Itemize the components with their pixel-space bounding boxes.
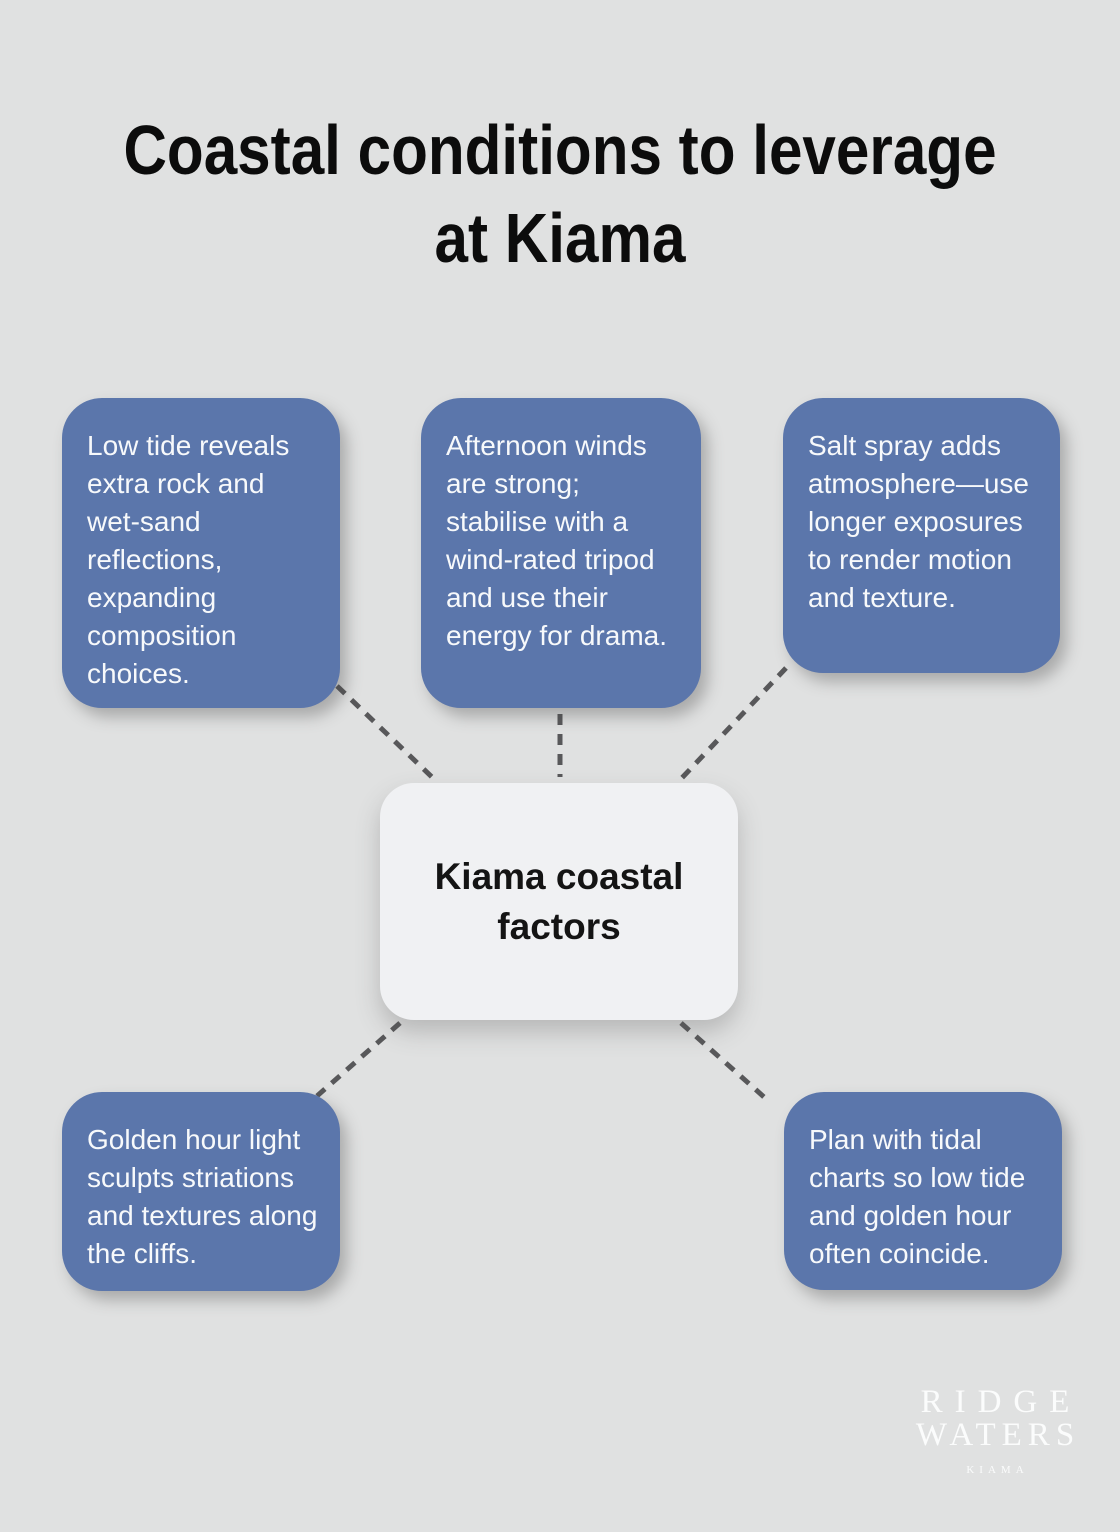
center-node-label: Kiama coastal factors: [434, 855, 684, 947]
node-low-tide-text: Low tide reveals extra rock and wet-sand…: [87, 430, 290, 689]
connector-golden-hour: [315, 1021, 402, 1098]
connector-low-tide: [335, 684, 435, 780]
node-low-tide: Low tide reveals extra rock and wet-sand…: [62, 398, 340, 708]
brand-logo-waters: WATERS: [915, 1417, 1081, 1453]
brand-logo-ridge: RIDGE: [920, 1384, 1082, 1420]
page-title-line1: Coastal conditions to leverage: [123, 111, 997, 189]
brand-logo-kiama: KIAMA: [966, 1464, 1029, 1476]
page-title: Coastal conditions to leverage at Kiama: [78, 106, 1041, 282]
node-afternoon-winds: Afternoon winds are strong; stabilise wi…: [421, 398, 701, 708]
brand-logo: RIDGE WATERS KIAMA: [878, 1384, 1112, 1476]
node-salt-spray-text: Salt spray adds atmosphere—use longer ex…: [808, 430, 1030, 613]
page-title-line2: at Kiama: [434, 199, 686, 277]
node-salt-spray: Salt spray adds atmosphere—use longer ex…: [783, 398, 1060, 673]
node-golden-hour: Golden hour light sculpts striations and…: [62, 1092, 340, 1291]
node-golden-hour-text: Golden hour light sculpts striations and…: [87, 1124, 318, 1269]
center-node: Kiama coastal factors: [380, 783, 738, 1020]
node-tidal-charts-text: Plan with tidal charts so low tide and g…: [809, 1124, 1026, 1269]
connector-tidal-charts: [679, 1021, 766, 1099]
node-tidal-charts: Plan with tidal charts so low tide and g…: [784, 1092, 1062, 1290]
node-afternoon-winds-text: Afternoon winds are strong; stabilise wi…: [446, 430, 667, 651]
